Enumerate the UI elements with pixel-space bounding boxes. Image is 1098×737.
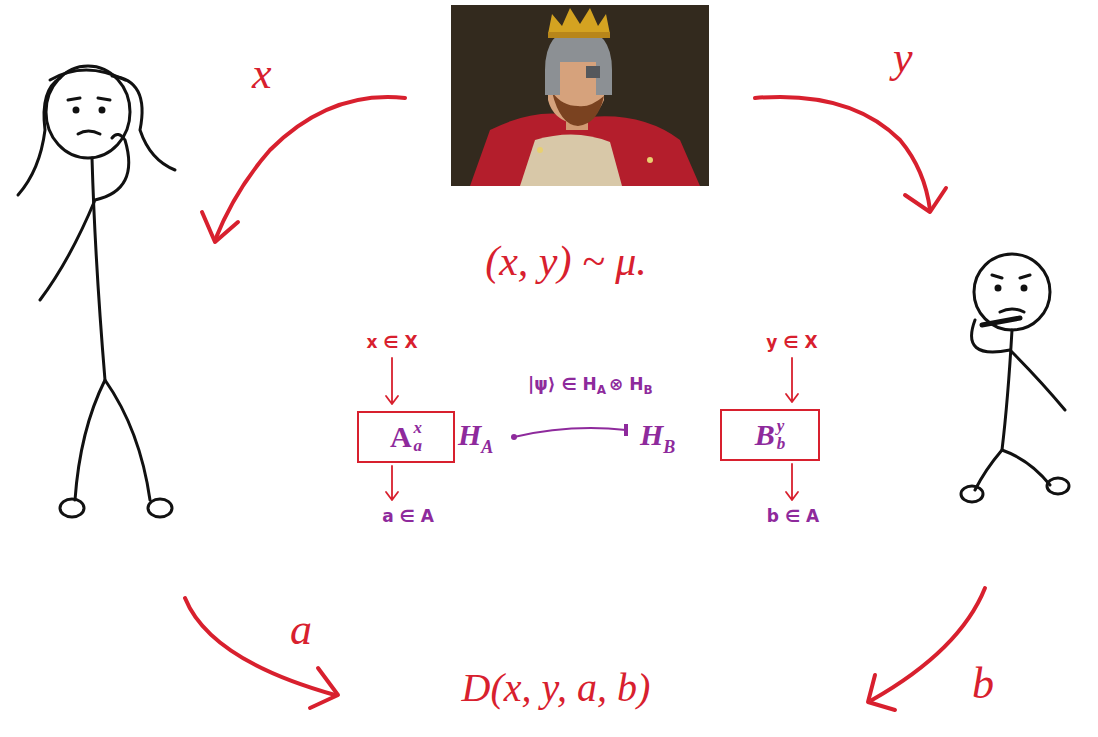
state-label: |ψ⟩ ∈ H xyxy=(528,376,597,393)
helmet xyxy=(545,28,612,95)
portrait-ground xyxy=(451,5,709,186)
body xyxy=(1002,330,1012,450)
message-label: b xyxy=(972,662,994,706)
king-portrait xyxy=(451,5,709,186)
pen xyxy=(982,318,1020,325)
arrow-x xyxy=(215,97,405,240)
foot xyxy=(961,486,983,502)
eyebrows xyxy=(992,275,1030,278)
eye xyxy=(74,108,78,112)
helmet-grille xyxy=(586,66,600,78)
message-label: x xyxy=(252,52,272,96)
cloak-jewel xyxy=(537,147,543,153)
question-set: y ∈ X xyxy=(766,334,817,351)
index-stack: yb xyxy=(777,417,786,453)
hilbert-space: H xyxy=(640,420,663,450)
superscript: y xyxy=(777,417,786,435)
alice-figure xyxy=(18,66,175,517)
answer-set: b ∈ A xyxy=(767,508,819,525)
legs xyxy=(975,450,1050,490)
state-subscript: A xyxy=(597,384,606,396)
message-label: y xyxy=(893,36,913,80)
output-arrow xyxy=(786,464,798,500)
subscript: b xyxy=(777,435,786,453)
arms xyxy=(972,320,1065,410)
distribution-label: (x, y) ~ μ. xyxy=(485,240,647,282)
operator-symbol: A xyxy=(390,422,412,452)
eye xyxy=(100,108,104,112)
measurement-box: Byb xyxy=(720,409,820,461)
message-label: a xyxy=(290,608,312,652)
legs xyxy=(75,380,150,500)
foot xyxy=(60,499,84,517)
hair xyxy=(18,76,175,195)
beard xyxy=(552,92,604,126)
superscript: x xyxy=(414,419,423,437)
mouth xyxy=(78,131,100,134)
arrow-y xyxy=(755,97,930,210)
decision-predicate: D(x, y, a, b) xyxy=(462,668,651,708)
crown xyxy=(548,8,610,34)
mouth xyxy=(1000,309,1024,312)
arrow-head xyxy=(905,188,946,212)
index-stack: xa xyxy=(414,419,423,455)
crown-band xyxy=(548,32,610,38)
hilbert-subscript: A xyxy=(481,438,493,456)
state-subscript: B xyxy=(643,384,652,396)
cloak-jewel xyxy=(647,157,653,163)
hilbert-space: H xyxy=(458,420,481,450)
endpoint-bar xyxy=(624,424,628,436)
measurement-box: Axa xyxy=(357,411,455,463)
eye xyxy=(1022,286,1026,290)
head xyxy=(974,254,1050,330)
arms xyxy=(40,134,129,300)
arrow-a xyxy=(185,598,335,695)
endpoint-dot xyxy=(511,434,517,440)
input-arrow xyxy=(786,358,798,402)
tunic xyxy=(520,134,622,186)
fringe xyxy=(50,70,125,80)
portrait-shade xyxy=(451,5,709,186)
arrow-b xyxy=(872,588,985,700)
arrow-head xyxy=(868,675,895,710)
eyebrows xyxy=(68,98,110,100)
bob-figure xyxy=(961,254,1069,502)
hilbert-subscript: B xyxy=(663,438,675,456)
foot xyxy=(1047,478,1069,494)
question-set: x ∈ X xyxy=(366,334,417,351)
arrow-head xyxy=(310,668,338,708)
state-label: ⊗ H xyxy=(609,376,643,393)
eye xyxy=(996,286,1000,290)
input-arrow xyxy=(386,358,398,404)
output-arrow xyxy=(386,466,398,500)
body xyxy=(92,158,105,380)
arrow-head xyxy=(202,212,238,242)
entanglement-line xyxy=(514,428,626,437)
answer-set: a ∈ A xyxy=(382,508,434,525)
subscript: a xyxy=(414,437,423,455)
entanglement-link xyxy=(511,424,628,440)
foot xyxy=(148,499,172,517)
operator-symbol: B xyxy=(755,420,775,450)
message-arrows xyxy=(185,97,985,710)
